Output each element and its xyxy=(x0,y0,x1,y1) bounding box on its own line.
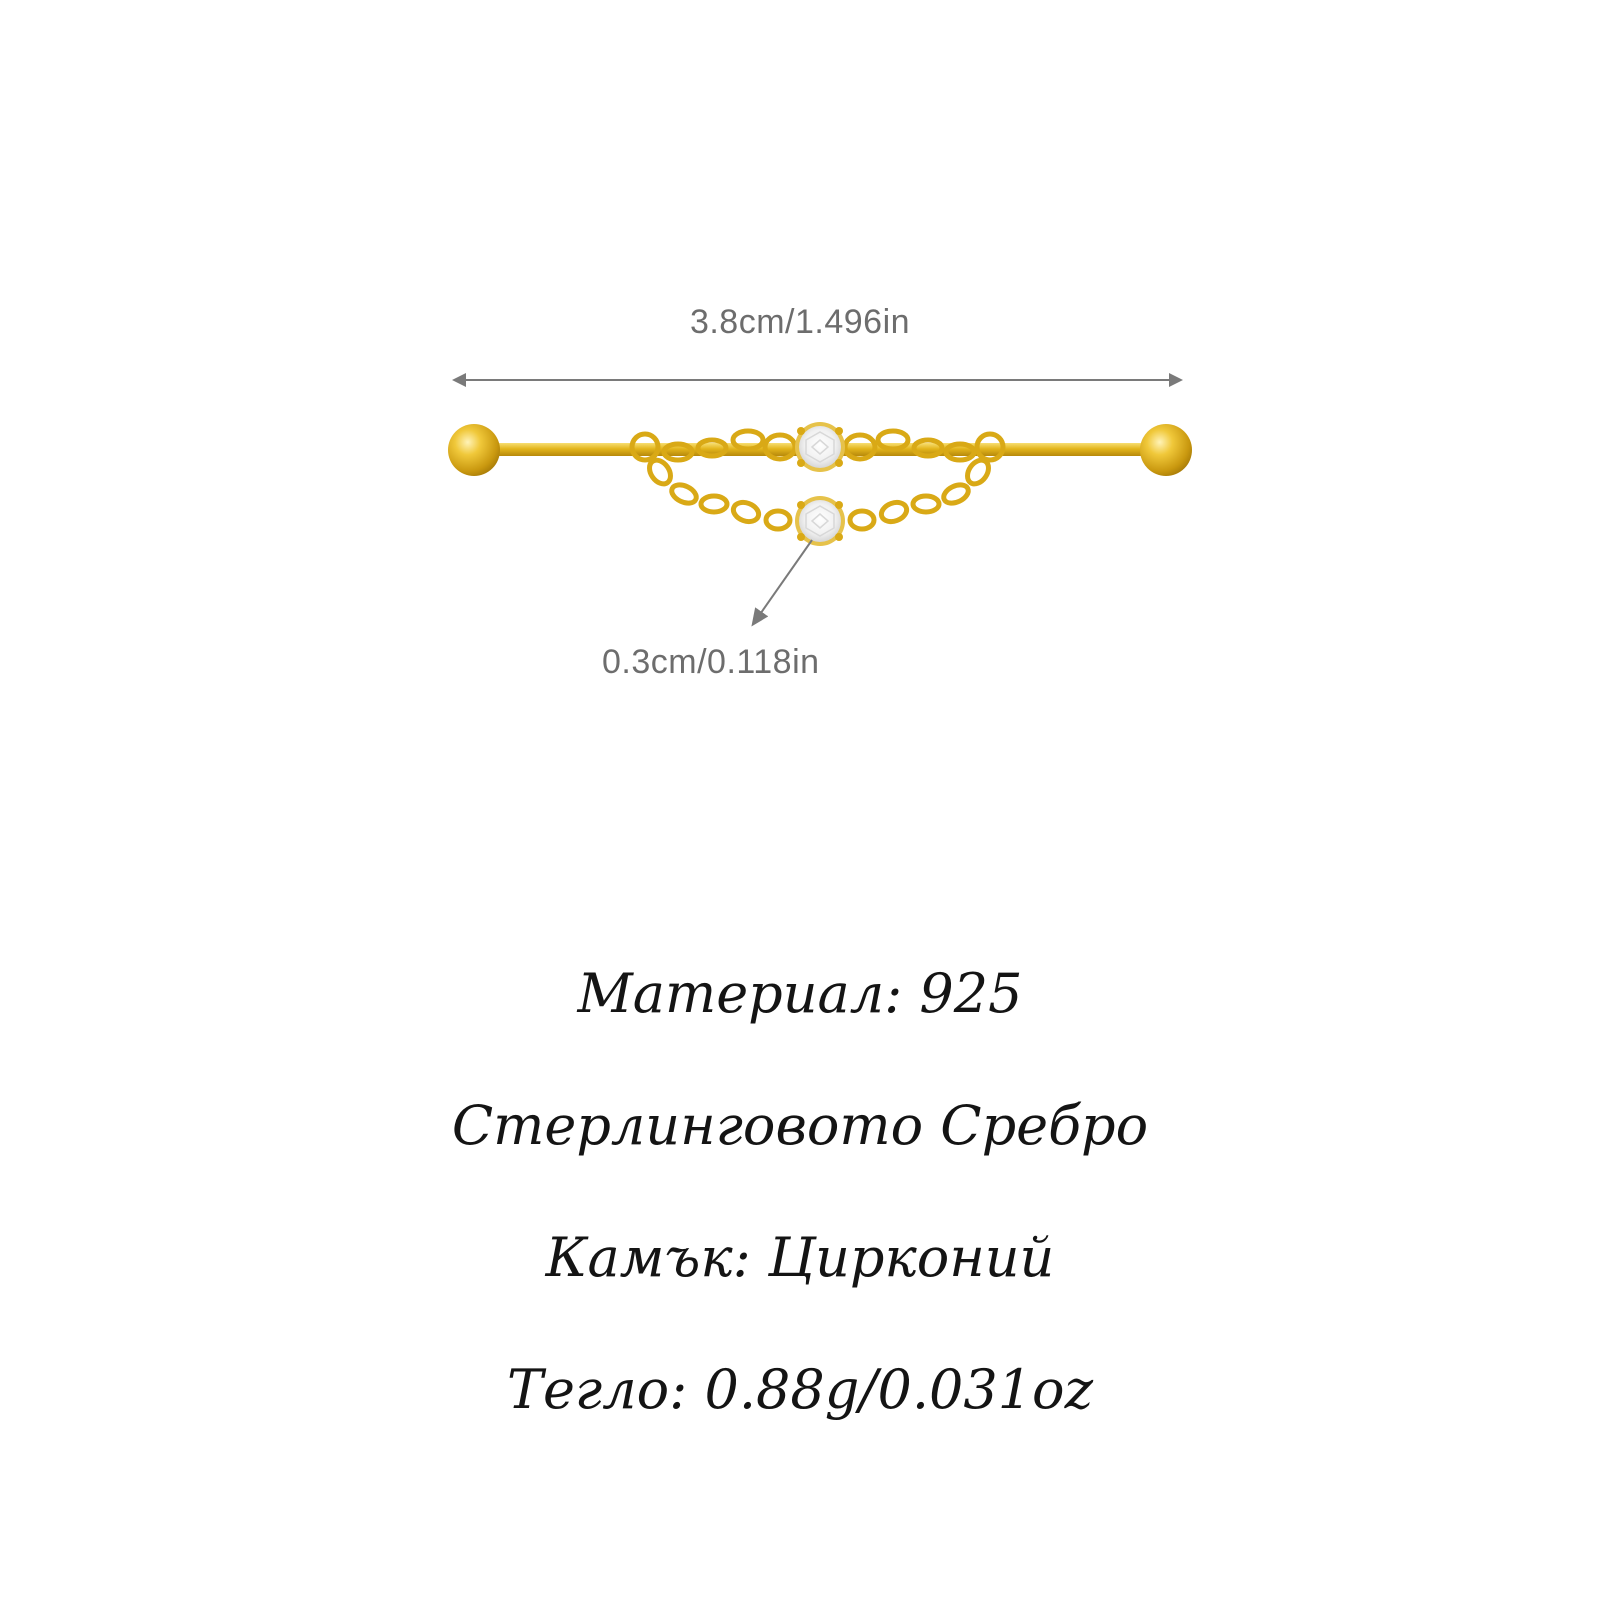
upper-zircon-gem xyxy=(799,426,841,468)
length-dimension-arrow xyxy=(452,373,1183,387)
spec-material-detail: Стерлинговото Сребро xyxy=(451,1094,1149,1157)
lower-gem-setting xyxy=(795,496,845,546)
lower-chain xyxy=(647,457,991,532)
upper-chain xyxy=(661,428,977,463)
length-dimension-label: 3.8cm/1.496in xyxy=(689,303,911,341)
upper-gem-setting xyxy=(795,422,845,472)
gem-dimension-arrow xyxy=(751,539,813,627)
product-illustration xyxy=(448,373,1192,627)
spec-weight: Тегло: 0.88g/0.031oz xyxy=(506,1358,1094,1421)
connector-ring-right xyxy=(974,431,1006,463)
barbell-ball-right xyxy=(1140,424,1192,476)
gem-dimension-label: 0.3cm/0.118in xyxy=(602,643,820,681)
spec-stone: Камък: Цирконий xyxy=(545,1226,1055,1289)
spec-material: Материал: 925 xyxy=(577,962,1023,1025)
barbell-ball-left xyxy=(448,424,500,476)
product-specs: Материал: 925 Стерлинговото Сребро Камък… xyxy=(0,928,1600,1456)
lower-zircon-gem xyxy=(799,500,841,542)
connector-ring-left xyxy=(629,431,661,463)
